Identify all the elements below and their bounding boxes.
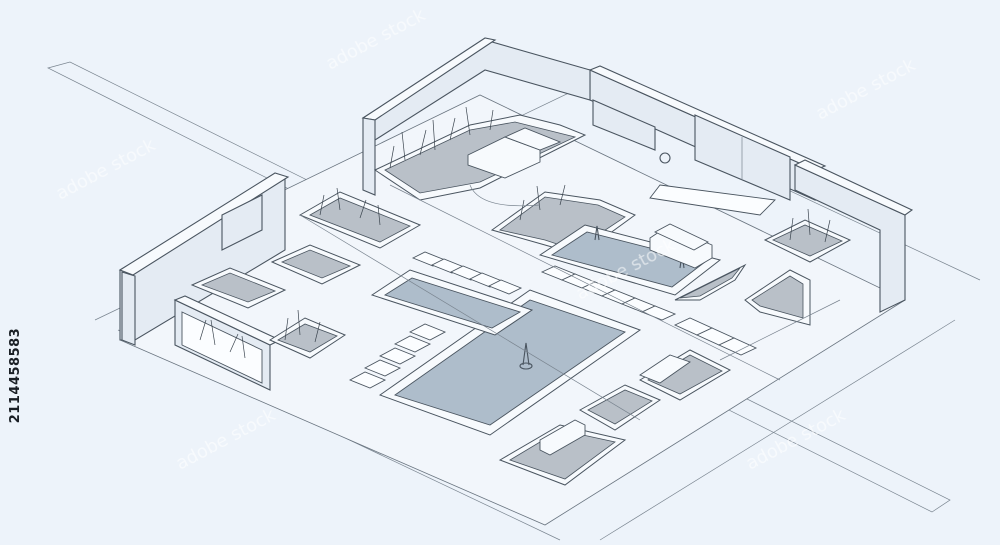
stock-id-text: 2114458583 (8, 327, 24, 423)
planter-left-1 (298, 187, 422, 249)
watermark-text: adobe stock (172, 404, 279, 474)
planter-left-3 (190, 267, 287, 309)
plant-icon (319, 187, 381, 226)
front-left-wall (173, 295, 282, 391)
plant-icon (519, 184, 566, 221)
pool-back (538, 224, 722, 296)
sofa-middle (649, 223, 713, 269)
pool-small (370, 269, 534, 336)
watermark-text: adobe stock (812, 54, 919, 124)
planter-right-low (744, 269, 811, 326)
glass-panel (181, 311, 263, 384)
stepping-pads (348, 184, 776, 389)
plant-icon (284, 309, 321, 343)
planter-left-2 (270, 244, 362, 285)
plant-icon (389, 106, 494, 169)
planter-front-2 (498, 424, 627, 486)
fountain-icon (519, 342, 533, 370)
watermark-text: adobe stock (52, 134, 159, 204)
back-right-wall (588, 65, 914, 313)
planter-middle-right (674, 263, 747, 301)
bench-front (539, 419, 586, 456)
layout-lines (299, 184, 841, 421)
bench-right (639, 354, 691, 384)
planter-front-left (268, 309, 347, 359)
stock-id-label: 2114458583 (4, 300, 28, 450)
planter-right (763, 208, 852, 263)
planter-front-1 (578, 384, 662, 431)
watermark-text: adobe stock (322, 4, 429, 74)
left-wall-window (221, 194, 263, 251)
left-wall (118, 172, 290, 346)
furniture (467, 127, 713, 456)
watermark-text: adobe stock (742, 404, 849, 474)
pools (370, 224, 722, 436)
wall-outlet-icon (659, 152, 671, 164)
back-left-wall (361, 37, 591, 196)
sofa-back (467, 127, 562, 179)
plant-icon (789, 208, 831, 243)
